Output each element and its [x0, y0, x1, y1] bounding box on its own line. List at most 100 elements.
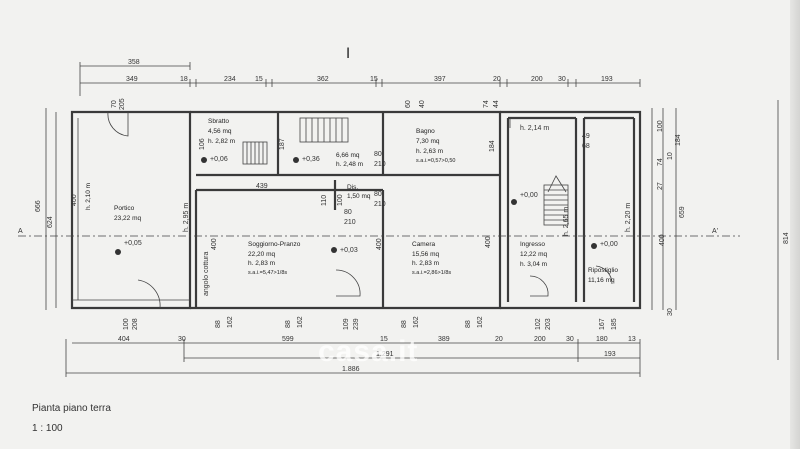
dim-label: 68 [582, 143, 590, 150]
dim-label: 100 [123, 318, 130, 330]
watermark-logo: casa.it [318, 335, 419, 368]
dim-label: 88 [285, 320, 292, 328]
doors [107, 111, 613, 309]
room-area-ingresso: 12,22 mq [520, 251, 547, 258]
bottom-openings: 100 208 88 162 88 162 109 239 88 162 88 … [123, 316, 618, 330]
room-sai-bagno: s.a.i.=0,57>0,50 [416, 158, 455, 164]
room-area-camera: 15,56 mq [412, 251, 439, 258]
bottom-dim: 389 [438, 336, 450, 343]
room-area-portico: 23,22 mq [114, 215, 141, 222]
bottom-dim: 180 [596, 336, 608, 343]
bottom-dim: 30 [178, 336, 186, 343]
text-cursor-icon: I [346, 46, 351, 62]
section-line: A A' [18, 228, 740, 237]
plan-scale: 1 : 100 [32, 423, 63, 434]
dim-label: 100 [657, 120, 664, 132]
bottom-dim: 200 [534, 336, 546, 343]
top-dimensions: 358 349 18 234 15 362 15 397 20 200 30 1… [79, 59, 641, 96]
top-dim: 234 [224, 76, 236, 83]
dim-label: 60 [405, 100, 412, 108]
top-dim: 397 [434, 76, 446, 83]
dim-label: 239 [353, 318, 360, 330]
room-area-sbratto: 4,56 mq [208, 128, 232, 135]
dim-label: 208 [132, 318, 139, 330]
screen-edge [790, 0, 800, 449]
dim-label: 400 [659, 234, 666, 246]
room-area-stairs: 6,66 mq [336, 152, 360, 159]
room-labels: Portico 23,22 mq h. 2,10 m Sbratto 4,56 … [85, 118, 618, 284]
dim-label: 88 [465, 320, 472, 328]
dim-label: 80 [374, 191, 382, 198]
section-mark-a: A [18, 228, 23, 235]
dim-label: 30 [667, 308, 674, 316]
dim-label: 27 [657, 182, 664, 190]
level-sbratto: +0,06 [210, 156, 228, 163]
room-name-portico: Portico [114, 205, 135, 212]
bottom-dim: 20 [495, 336, 503, 343]
bottom-dimensions: 404 30 599 15 389 20 200 30 180 13 1.291… [65, 336, 641, 377]
top-dim: 15 [370, 76, 378, 83]
top-dim: 30 [558, 76, 566, 83]
room-height-bagno: h. 2,63 m [416, 148, 443, 155]
room-height-portico: h. 2,10 m [85, 183, 92, 210]
bottom-dim: 30 [566, 336, 574, 343]
right-dim-659: 659 [679, 206, 686, 218]
dim-label: 10 [667, 152, 674, 160]
dim-label: 49 [582, 133, 590, 140]
dim-label: 74 [657, 158, 664, 166]
dim-label: 106 [199, 138, 206, 150]
level-ripostiglio: +0,00 [600, 241, 618, 248]
dim-label: 210 [344, 219, 356, 226]
top-dim: 349 [126, 76, 138, 83]
room-name-ripostiglio: Ripostiglio [588, 267, 618, 274]
room-height-soggiorno: h. 2,83 m [248, 260, 275, 267]
dim-label: 184 [489, 140, 496, 152]
bottom-dim: 13 [628, 336, 636, 343]
bottom-dim-1291: 1.291 [376, 351, 394, 358]
bottom-dim: 404 [118, 336, 130, 343]
ceil-ripostiglio: h. 2,20 m [625, 203, 632, 232]
bottom-dim-total: 1.886 [342, 366, 360, 373]
dim-label: 185 [611, 318, 618, 330]
top-dim: 193 [601, 76, 613, 83]
dim-label: 162 [227, 316, 234, 328]
room-height-ingresso: h. 3,04 m [520, 261, 547, 268]
ceil-portico: h. 2,95 m [183, 203, 190, 232]
top-dim: 200 [531, 76, 543, 83]
dim-label: 167 [599, 318, 606, 330]
top-dim: 362 [317, 76, 329, 83]
dim-label: 210 [374, 201, 386, 208]
top-dim: 18 [180, 76, 188, 83]
top-dim: 20 [493, 76, 501, 83]
label-angolo-cottura: angolo cottura [203, 252, 210, 296]
dim-label: 187 [279, 138, 286, 150]
room-name-ingresso: Ingresso [520, 241, 545, 248]
dim-label: 400 [376, 238, 383, 250]
right-dimensions: 814 659 10 27 74 184 100 400 [651, 100, 790, 360]
bottom-dim: 599 [282, 336, 294, 343]
dim-label: 400 [211, 238, 218, 250]
right-dim-814: 814 [783, 232, 790, 244]
room-height-sbratto: h. 2,82 m [208, 138, 235, 145]
stairs [242, 117, 569, 226]
left-dim-624: 624 [47, 216, 54, 228]
dim-label: 162 [413, 316, 420, 328]
level-markers: +0,05 +0,06 +0,36 +0,03 +0,00 +0,00 [115, 156, 618, 255]
bottom-dim-193: 193 [604, 351, 616, 358]
dim-label: 439 [256, 183, 268, 190]
dim-label: 44 [493, 100, 500, 108]
room-name-dis: Dis. [347, 184, 358, 191]
dim-label: 110 [321, 195, 328, 206]
dim-label: 70 [111, 100, 118, 108]
room-height-camera: h. 2,83 m [412, 260, 439, 267]
room-name-soggiorno: Soggiorno-Pranzo [248, 241, 301, 248]
dim-label: 184 [675, 134, 682, 146]
dim-label: 102 [535, 318, 542, 330]
dim-label: 40 [419, 100, 426, 108]
dim-label: 210 [374, 161, 386, 168]
room-area-dis: 1,50 mq [347, 193, 371, 200]
room-area-soggiorno: 22,20 mq [248, 251, 275, 258]
dim-label: 162 [297, 316, 304, 328]
room-area-bagno: 7,30 mq [416, 138, 440, 145]
